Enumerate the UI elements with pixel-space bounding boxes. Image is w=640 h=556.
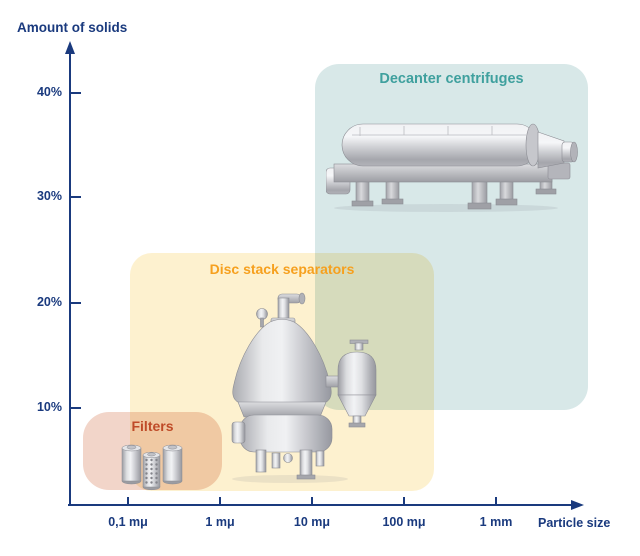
disc-stack-separator-machine-icon	[231, 292, 377, 483]
y-tick-label-10: 10%	[36, 400, 62, 414]
filter-cartridges-icon	[121, 444, 183, 491]
decanter-centrifuge-machine-icon	[326, 123, 578, 212]
y-tick-label-30: 30%	[36, 189, 62, 203]
region-label-decanter-centrifuges: Decanter centrifuges	[379, 71, 524, 87]
x-tick-label-0-1-mu: 0,1 mμ	[108, 515, 148, 529]
x-tick-label-1-mm: 1 mm	[479, 515, 513, 529]
x-tick-label-10-mu: 10 mμ	[293, 515, 331, 529]
region-label-filters: Filters	[131, 418, 174, 434]
region-label-disc-stack-separators: Disc stack separators	[209, 261, 355, 277]
y-tick-label-40: 40%	[36, 85, 62, 99]
x-tick-label-100-mu: 100 mμ	[382, 515, 426, 529]
x-tick-label-1-mu: 1 mμ	[205, 515, 235, 529]
y-axis-title: Amount of solids	[17, 20, 128, 35]
y-axis-arrow-icon	[65, 41, 75, 54]
y-tick-label-20: 20%	[36, 295, 62, 309]
x-axis-arrow-icon	[571, 500, 584, 510]
x-axis-title: Particle size	[538, 516, 611, 530]
